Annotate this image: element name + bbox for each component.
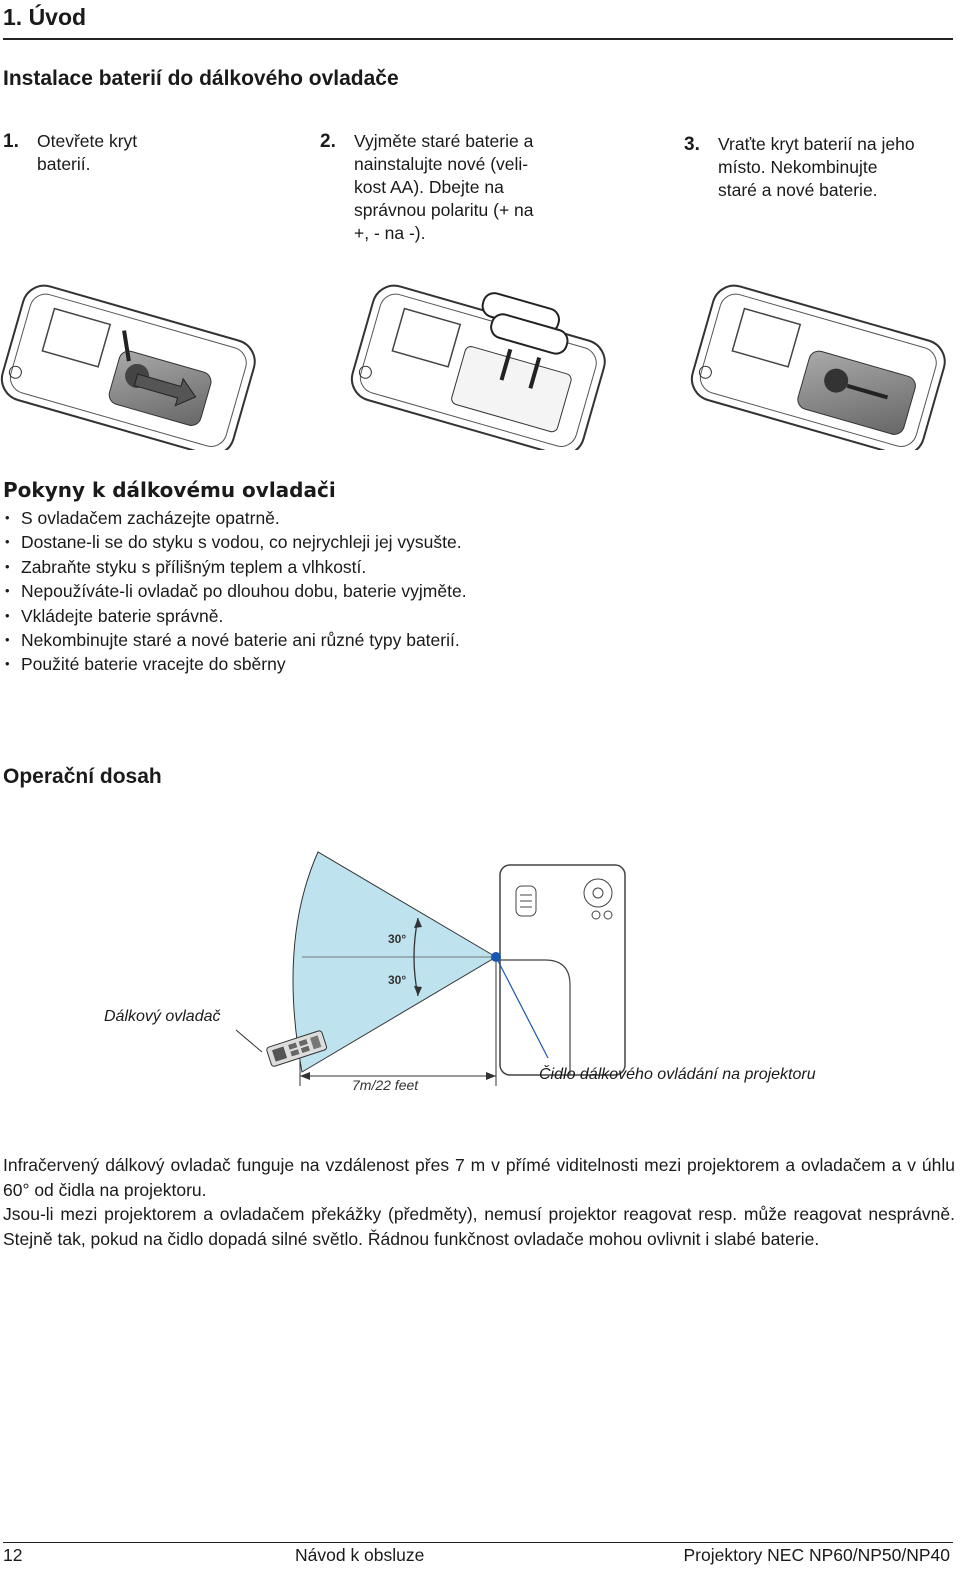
- remote-open-cover-image: [0, 284, 256, 450]
- battery-illustrations: [0, 284, 946, 450]
- step-2-text: Vyjměte staré baterie a nainstalujte nov…: [354, 131, 534, 243]
- remote-close-cover-image: [690, 284, 946, 450]
- range-section-title: Operační dosah: [3, 765, 162, 788]
- care-bullet-list: S ovladačem zacházejte opatrně. Dostane-…: [3, 506, 467, 677]
- remote-label: Dálkový ovladač: [104, 1008, 221, 1025]
- step-1-number: 1.: [3, 131, 19, 152]
- step-1-text: Otevřete kryt baterií.: [37, 131, 138, 174]
- footer-rule: [3, 1542, 953, 1543]
- care-bullet: Dostane-li se do styku s vodou, co nejry…: [3, 530, 467, 555]
- battery-section-title: Instalace baterií do dálkového ovladače: [3, 67, 399, 90]
- care-bullet: Nekombinujte staré a nové baterie ani rů…: [3, 628, 467, 653]
- angle-bottom-label: 30°: [388, 973, 406, 987]
- remote-control-image: [266, 1030, 328, 1067]
- chapter-title: 1. Úvod: [3, 4, 87, 30]
- page-number: 12: [3, 1545, 23, 1565]
- sensor-label: Čidlo dálkového ovládání na projektoru: [539, 1066, 816, 1083]
- care-bullet: Zabraňte styku s přílišným teplem a vlhk…: [3, 555, 467, 580]
- angle-top-label: 30°: [388, 932, 406, 946]
- remote-insert-batteries-image: [350, 284, 606, 450]
- step-3: 3. Vraťte kryt baterií na jeho místo. Ne…: [684, 133, 960, 213]
- range-paragraph-2: Jsou-li mezi projektorem a ovladačem pře…: [3, 1204, 955, 1249]
- footer-center: Návod k obsluze: [295, 1545, 425, 1565]
- header-rule: [3, 38, 953, 40]
- remote-sensor-dot: [491, 952, 501, 962]
- step-2-number: 2.: [320, 131, 336, 152]
- projector-image: [499, 864, 626, 1076]
- care-bullet: Vkládejte baterie správně.: [3, 604, 467, 629]
- step-3-number: 3.: [684, 134, 700, 155]
- footer-right: Projektory NEC NP60/NP50/NP40: [683, 1545, 951, 1565]
- care-bullet: S ovladačem zacházejte opatrně.: [3, 506, 467, 531]
- step-3-text: Vraťte kryt baterií na jeho místo. Nekom…: [718, 134, 915, 200]
- operating-range-diagram: 30° 30° 7m/22 feet: [235, 851, 626, 1093]
- care-bullet: Nepoužíváte-li ovladač po dlouhou dobu, …: [3, 579, 467, 604]
- step-1: 1. Otevřete kryt baterií.: [3, 130, 283, 190]
- care-bullet: Použité baterie vracejte do sběrny: [3, 652, 467, 677]
- care-section-title: Pokyny k dálkovému ovladači: [3, 478, 336, 502]
- distance-label: 7m/22 feet: [352, 1077, 419, 1093]
- step-2: 2. Vyjměte staré baterie a nainstalujte …: [320, 130, 620, 250]
- range-paragraph-1: Infračervený dálkový ovladač funguje na …: [3, 1155, 955, 1200]
